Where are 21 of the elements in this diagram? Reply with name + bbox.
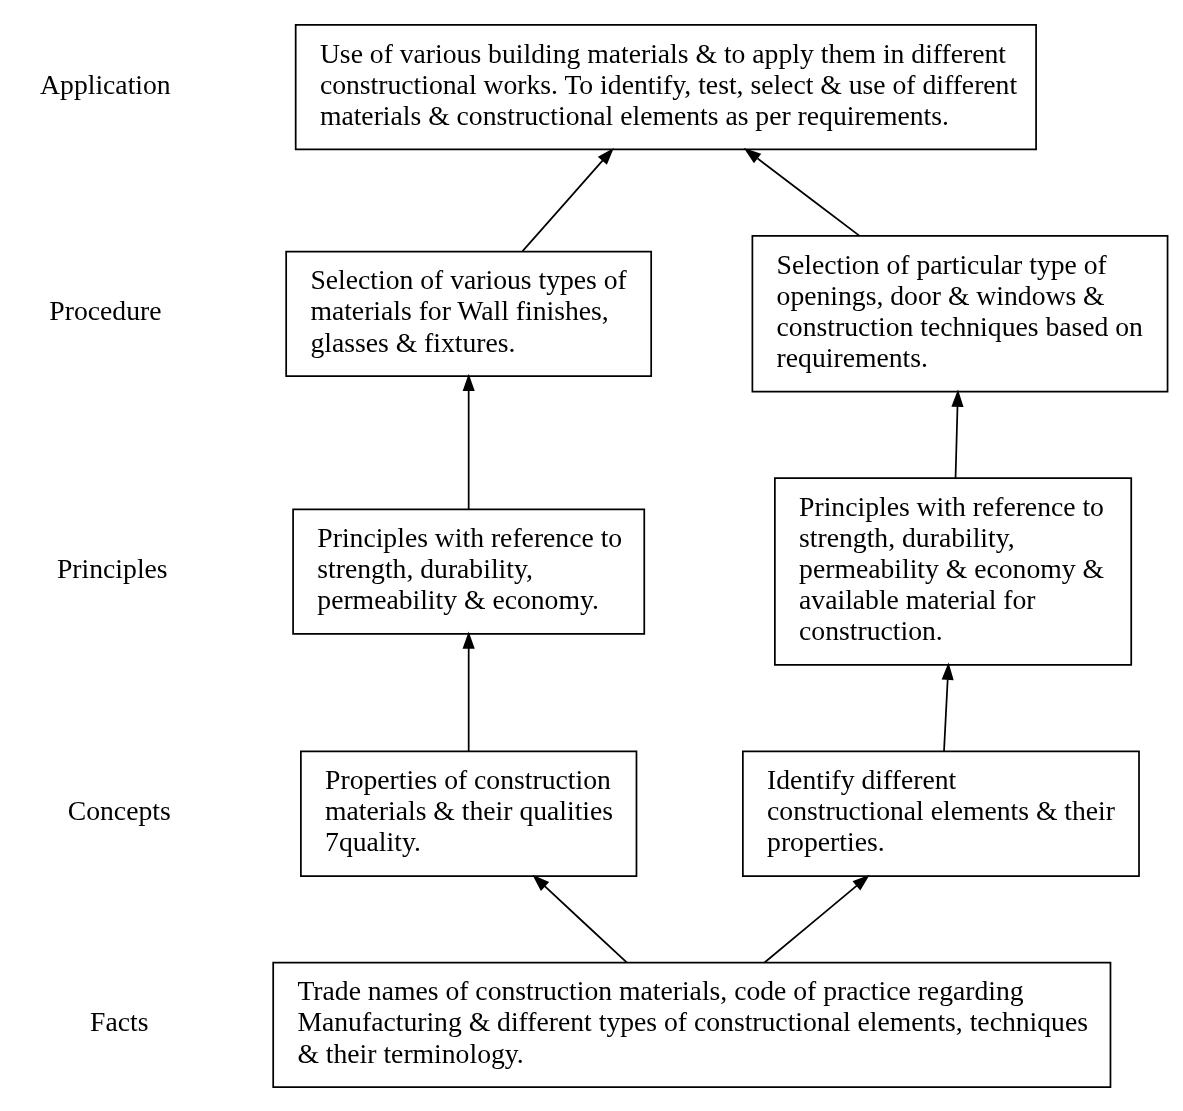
arrow <box>521 147 614 252</box>
label: Concepts <box>67 794 171 826</box>
node-box: Trade names of construction materials, code of practice regarding Manufacturing & different types of constructional elements, techniques & their terminology. <box>272 961 1112 1088</box>
label: Application <box>40 68 171 100</box>
arrow <box>763 874 870 963</box>
arrow <box>941 662 954 752</box>
node-box: Principles with reference to strength, durability, permeability & economy & available material for construction. <box>774 476 1133 666</box>
node-box: Selection of particular type of openings, door & windows & construction techniques based on requirements. <box>751 234 1169 393</box>
node-box: Identify different constructional elements & their properties. <box>742 750 1140 877</box>
node-box: Properties of construction materials & their qualities 7quality. <box>300 750 638 877</box>
arrow <box>462 630 475 752</box>
node-box: Selection of various types of materials for Wall finishes, glasses & fixtures. <box>285 250 653 377</box>
label: Facts <box>90 1005 149 1037</box>
arrow <box>532 874 628 963</box>
arrow <box>462 373 475 510</box>
label: Procedure <box>49 294 162 326</box>
node-box: Use of various building materials & to apply them in different constructional works. To identify, test, select & use of different materials & constructional elements as per requirements. <box>294 23 1037 150</box>
node-box: Principles with reference to strength, durability, permeability & economy. <box>292 507 646 635</box>
label: Principles <box>57 552 168 584</box>
arrow <box>951 389 964 479</box>
arrow <box>743 147 861 237</box>
